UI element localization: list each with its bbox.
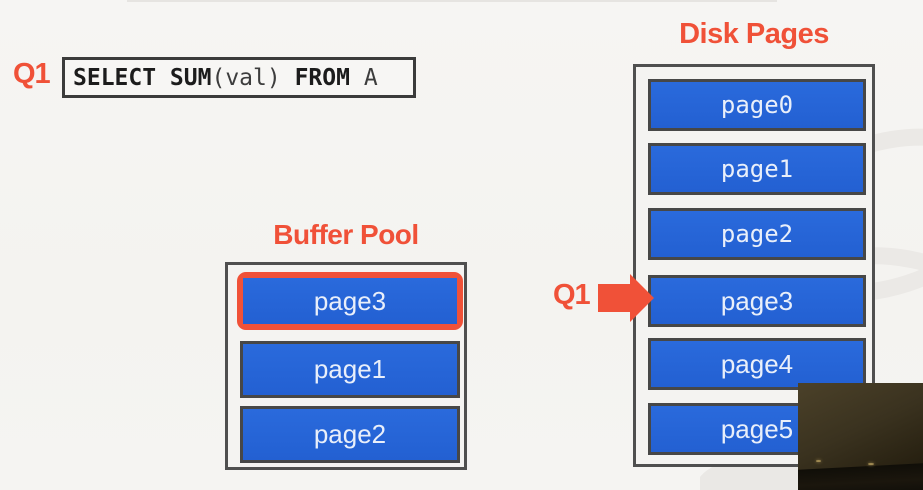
sql-plain-text: (val): [211, 64, 281, 91]
sql-keyword-text: FROM: [280, 64, 364, 91]
disk-page: page1: [648, 143, 866, 195]
disk-pages-container: page0 page1 page2 page3 page4 page5: [633, 64, 875, 467]
webcam-desk-edge: [798, 463, 923, 490]
buffer-pool-page: page3: [243, 278, 457, 324]
q1-arrow-icon: [598, 274, 654, 322]
buffer-pool-page: page1: [240, 341, 460, 398]
fetched-page-highlight-ring: page3: [237, 272, 463, 330]
webcam-light-glint: [816, 460, 821, 462]
disk-pages-title: Disk Pages: [679, 18, 829, 50]
buffer-pool-container: page3 page1 page2: [225, 262, 467, 470]
webcam-light-glint: [868, 463, 874, 465]
top-divider-line: [127, 0, 777, 2]
buffer-pool-page: page2: [240, 406, 460, 463]
disk-page: page2: [648, 208, 866, 260]
sql-query-box: SELECT SUM (val) FROM A: [62, 57, 416, 98]
disk-page: page0: [648, 79, 866, 131]
buffer-pool-title: Buffer Pool: [273, 219, 419, 250]
query-q1-label: Q1: [13, 58, 51, 90]
webcam-video-overlay: [798, 383, 923, 490]
disk-page: page3: [648, 275, 866, 327]
sql-plain-text: A: [363, 64, 378, 91]
disk-page: page4: [648, 338, 866, 390]
sql-keyword-text: SELECT SUM: [73, 64, 212, 91]
pointer-q1-label: Q1: [553, 279, 591, 311]
